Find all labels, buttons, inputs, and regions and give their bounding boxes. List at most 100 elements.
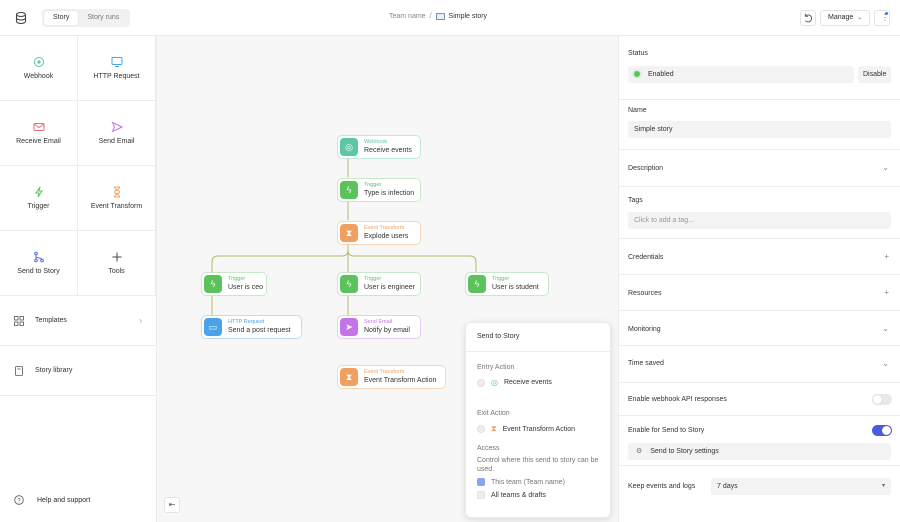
exit-radio[interactable] bbox=[477, 425, 485, 433]
time-saved-label: Time saved bbox=[628, 360, 664, 367]
monitoring-section[interactable]: Monitoring ⌄ bbox=[619, 311, 900, 346]
credentials-section[interactable]: Credentials + bbox=[619, 239, 900, 275]
templates-item[interactable]: Templates › bbox=[0, 296, 156, 346]
manage-button[interactable]: Manage ⌄ bbox=[820, 10, 871, 26]
help-and-support[interactable]: ? Help and support bbox=[14, 495, 90, 505]
story-title: Simple story bbox=[448, 13, 488, 20]
node-type: Event Transform bbox=[364, 369, 405, 375]
node-type: Webhook bbox=[364, 139, 388, 145]
node-name: Notify by email bbox=[364, 327, 410, 334]
webhook-api-label: Enable webhook API responses bbox=[628, 396, 727, 403]
collapse-icon: ⇤ bbox=[168, 500, 176, 509]
time-saved-section[interactable]: Time saved ⌄ bbox=[619, 346, 900, 383]
caret-down-icon: ▾ bbox=[881, 483, 885, 489]
database-icon[interactable] bbox=[14, 11, 28, 25]
access-description: Control where this send to story can be … bbox=[477, 457, 599, 473]
node-name: Send a post request bbox=[228, 327, 291, 334]
bolt-icon bbox=[35, 186, 43, 198]
action-label: Receive Email bbox=[16, 138, 61, 145]
action-send-email[interactable]: Send Email bbox=[78, 101, 156, 166]
gear-icon: ⚙ bbox=[636, 448, 643, 455]
story-library-item[interactable]: Story library bbox=[0, 346, 156, 396]
edge bbox=[211, 245, 349, 272]
tab-story-runs[interactable]: Story runs bbox=[87, 14, 120, 21]
send-to-story-toggle[interactable] bbox=[872, 425, 892, 436]
undo-icon bbox=[804, 13, 813, 23]
all-teams-checkbox[interactable] bbox=[477, 491, 485, 499]
collapse-sidebar-button[interactable]: ⇤ bbox=[164, 497, 180, 513]
action-http-request[interactable]: HTTP Request bbox=[78, 36, 156, 101]
undo-button[interactable] bbox=[800, 10, 816, 26]
hourglass-icon: ⧗ bbox=[491, 424, 497, 433]
notification-dot bbox=[885, 12, 888, 15]
send-to-story-section: Enable for Send to Story ⚙ Send to Story… bbox=[619, 416, 900, 466]
action-label: Event Transform bbox=[90, 203, 143, 210]
breadcrumb-separator: / bbox=[429, 13, 432, 20]
breadcrumb-team[interactable]: Team name bbox=[389, 13, 426, 20]
chevron-down-icon: ⌄ bbox=[857, 15, 863, 21]
exit-action-row[interactable]: ⧗ Event Transform Action bbox=[477, 424, 575, 434]
action-event-transform[interactable]: Event Transform bbox=[78, 166, 156, 231]
node-type: Trigger bbox=[492, 276, 510, 282]
access-option-team[interactable]: This team (Team name) bbox=[477, 478, 565, 486]
tab-story[interactable]: Story bbox=[44, 11, 79, 25]
toggle-knob bbox=[873, 395, 882, 404]
keep-events-select[interactable]: 7 days ▾ bbox=[711, 478, 891, 495]
webhook-api-toggle[interactable] bbox=[872, 394, 892, 405]
book-icon bbox=[15, 366, 23, 376]
action-webhook[interactable]: Webhook bbox=[0, 36, 78, 101]
send-to-story-settings-button[interactable]: ⚙ Send to Story settings bbox=[628, 443, 891, 460]
webhook-api-section: Enable webhook API responses bbox=[619, 383, 900, 416]
disable-button[interactable]: Disable bbox=[858, 66, 891, 83]
plus-icon bbox=[112, 252, 122, 262]
keep-events-section: Keep events and logs 7 days ▾ bbox=[619, 466, 900, 522]
node-name: User is engineer bbox=[364, 284, 415, 291]
action-trigger[interactable]: Trigger bbox=[0, 166, 78, 231]
entry-action-row[interactable]: ◎ Receive events bbox=[477, 378, 552, 387]
node-type: Trigger bbox=[364, 182, 382, 188]
plus-icon[interactable]: + bbox=[884, 288, 889, 297]
resources-section[interactable]: Resources + bbox=[619, 275, 900, 311]
exit-action-label: Exit Action bbox=[477, 410, 510, 417]
node-icon: ϟ bbox=[468, 275, 486, 293]
toggle-knob bbox=[882, 426, 891, 435]
action-tools[interactable]: Tools bbox=[78, 231, 156, 296]
node-icon: ⧗ bbox=[340, 368, 358, 386]
more-icon: ⋮ bbox=[881, 13, 889, 22]
node-name: Event Transform Action bbox=[364, 377, 437, 384]
action-label: Tools bbox=[108, 268, 125, 275]
node-name: Explode users bbox=[364, 233, 409, 240]
action-send-to-story[interactable]: Send to Story bbox=[0, 231, 78, 296]
name-label: Name bbox=[628, 107, 647, 114]
breadcrumb: Team name / Simple story bbox=[389, 13, 487, 20]
access-option-all[interactable]: All teams & drafts bbox=[477, 491, 546, 499]
canvas-edges bbox=[211, 159, 477, 315]
action-receive-email[interactable]: Receive Email bbox=[0, 101, 78, 166]
name-input[interactable]: Simple story bbox=[628, 121, 891, 138]
send-to-story-label: Enable for Send to Story bbox=[628, 427, 705, 434]
enabled-dot-icon bbox=[634, 71, 640, 78]
team-checkbox[interactable] bbox=[477, 478, 485, 486]
description-section[interactable]: Description ⌄ bbox=[619, 150, 900, 187]
plus-icon[interactable]: + bbox=[884, 252, 889, 261]
entry-radio[interactable] bbox=[477, 378, 485, 387]
branch-icon bbox=[34, 251, 44, 263]
node-type: Trigger bbox=[228, 276, 246, 282]
story-settings-panel: Status Enabled Disable Name Simple story… bbox=[618, 36, 900, 522]
popover-divider bbox=[466, 351, 610, 352]
tags-input[interactable]: Click to add a tag... bbox=[628, 212, 891, 229]
send-to-story-settings-label: Send to Story settings bbox=[650, 448, 719, 455]
